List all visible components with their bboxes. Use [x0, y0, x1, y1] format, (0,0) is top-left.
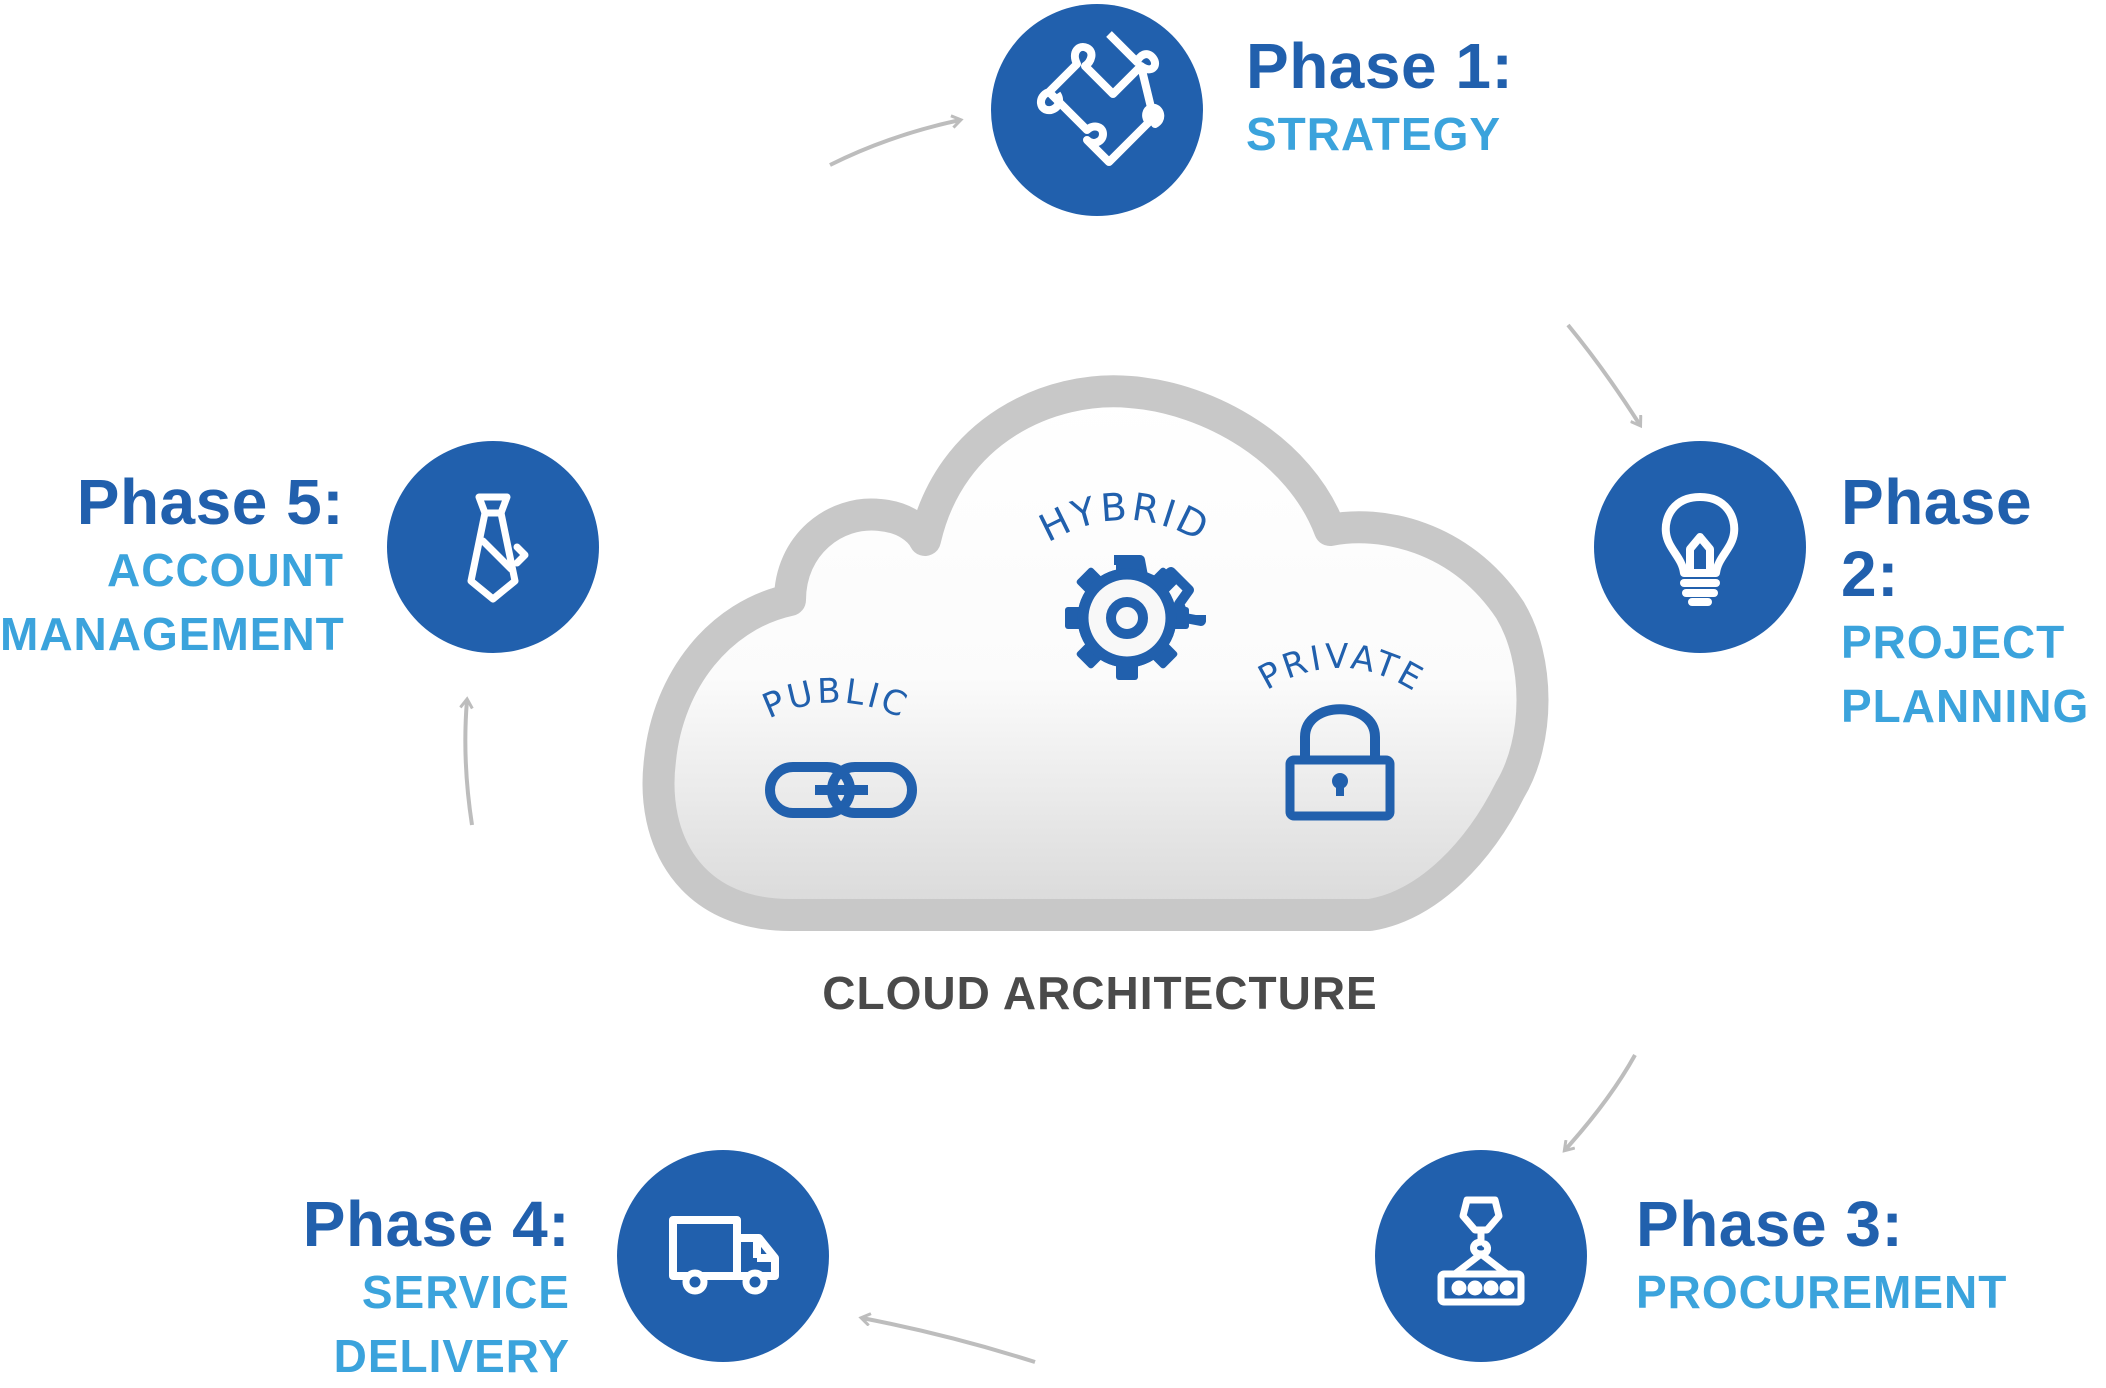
phase-1-text: Phase 1: STRATEGY — [1246, 30, 1513, 166]
phase-3-text: Phase 3: PROCUREMENT — [1636, 1188, 2007, 1324]
phase-2-title: Phase 2: — [1841, 466, 2033, 610]
phase-1-title: Phase 1: — [1246, 30, 1514, 102]
phase-5-subtitle-line-2: MANAGEMENT — [0, 608, 345, 660]
cloud-type-hybrid-label: HYBRID — [1032, 484, 1217, 550]
phase-5-title: Phase 5: — [76, 466, 344, 538]
crane-hook-icon — [1437, 1196, 1525, 1306]
phase-4-circle — [617, 1150, 829, 1362]
necktie-icon — [467, 493, 529, 603]
phase-2-circle — [1594, 441, 1806, 653]
cloud-type-private-label: PRIVATE — [1252, 637, 1432, 700]
phase-2-subtitle-line-2: PLANNING — [1841, 680, 2090, 732]
arrow-phase3-to-phase4 — [862, 1318, 1036, 1364]
arrow-phase2-to-phase3 — [1565, 1054, 1637, 1150]
padlock-icon — [1285, 704, 1395, 821]
phase-4-subtitle: SERVICE DELIVERY — [333, 1266, 570, 1382]
arrow-phase5-to-phase1 — [829, 120, 960, 167]
phase-3-title: Phase 3: — [1636, 1188, 1904, 1260]
truck-icon — [669, 1216, 779, 1295]
phase-3-subtitle: PROCUREMENT — [1636, 1266, 2008, 1318]
phase-4-text: Phase 4: SERVICE DELIVERY — [120, 1188, 570, 1388]
chain-link-icon — [765, 762, 917, 818]
phase-5-text: Phase 5: ACCOUNT MANAGEMENT — [0, 466, 344, 666]
phase-1-subtitle: STRATEGY — [1246, 108, 1502, 160]
arrow-phase4-to-phase5 — [465, 700, 474, 826]
phase-5-circle — [387, 441, 599, 653]
phase-5-subtitle-line-1: ACCOUNT — [107, 544, 344, 596]
cloud-architecture-caption: CLOUD ARCHITECTURE — [822, 967, 1378, 1019]
phase-4-title: Phase 4: — [302, 1188, 570, 1260]
gear-icon — [1065, 555, 1206, 680]
phase-2-subtitle-line-1: PROJECT — [1841, 616, 2066, 668]
phase-1-circle — [991, 4, 1203, 216]
cloud-type-public-label: PUBLIC — [757, 671, 915, 727]
puzzle-piece-icon — [1037, 31, 1165, 166]
arrow-phase1-to-phase2 — [1566, 323, 1640, 425]
lightbulb-icon — [1661, 493, 1739, 606]
phase-2-text: Phase 2: PROJECT PLANNING — [1841, 466, 2106, 738]
phase-3-circle — [1375, 1150, 1587, 1362]
